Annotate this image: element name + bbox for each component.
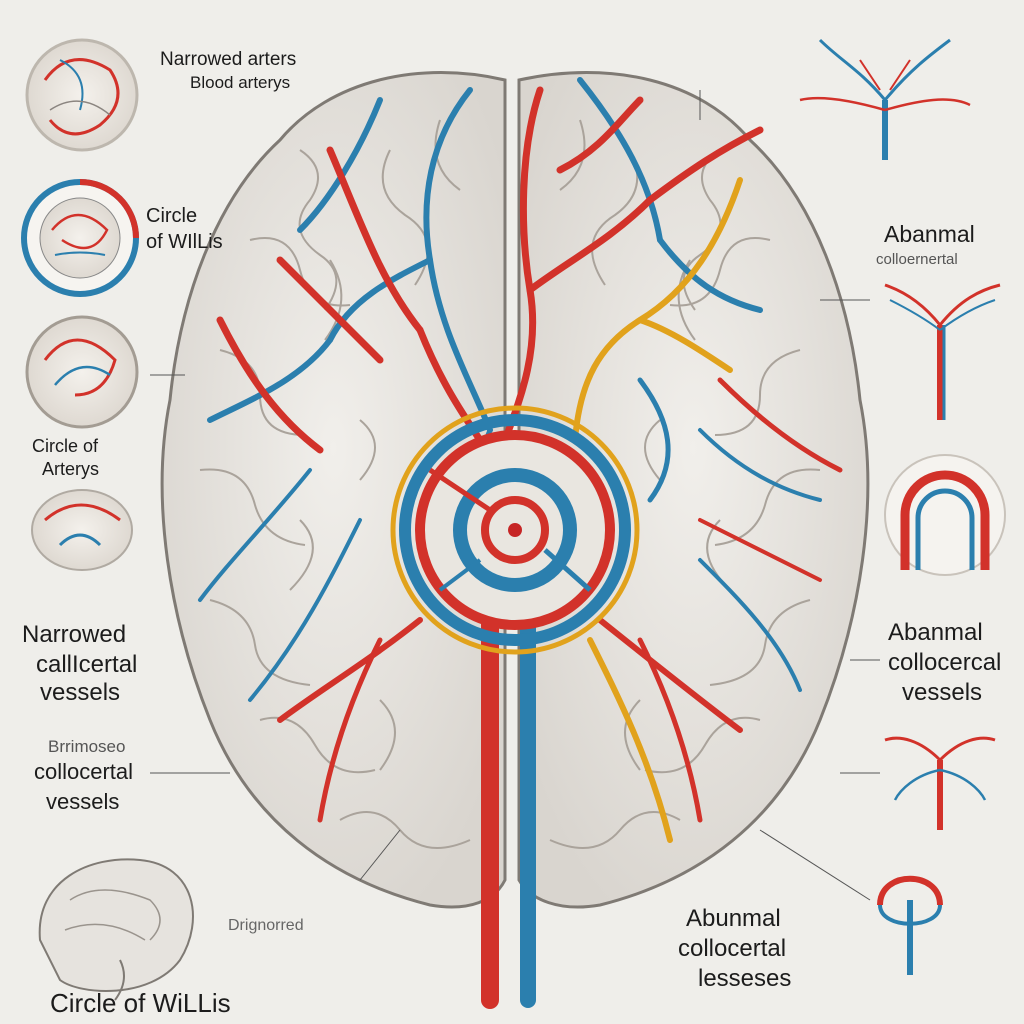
label-narrowed-collateral-line1: Narrowed (22, 621, 127, 648)
collateral-vessel-gold (572, 177, 743, 843)
label-circle-of-willis-1-line2: of WIlLis (146, 231, 223, 253)
label-circle-of-willis-1-line1: Circle (146, 205, 198, 227)
brain-lateral-icon (38, 858, 194, 1001)
brain-fragment-inset-icon (31, 489, 133, 571)
label-abnormal-collateral-mid-line2: collocercal (888, 649, 1002, 676)
label-narrowed-collateral-line3: vessels (40, 679, 121, 706)
circle-of-willis-central (390, 405, 640, 655)
label-circle-of-arterys-line2: Arterys (42, 459, 100, 479)
artery-y-branch-icon (884, 736, 996, 830)
label-abnormal-collateral-bottom-line2: collocertal (678, 935, 787, 962)
label-disgnorred: Drignorred (228, 917, 304, 934)
label-circle-of-willis-bottom: Circle of WiLLis (50, 988, 231, 1018)
label-collateral-left-line3: vessels (46, 789, 120, 814)
label-collateral-left-line1: Brrimoseo (48, 737, 126, 756)
label-top-left-title: Narrowed arters (160, 49, 297, 70)
artery-loop-icon (877, 875, 943, 975)
artery-circle-inset-icon (25, 315, 139, 429)
leader-lines (150, 90, 880, 901)
label-abnormal-collateral-bottom-line3: lesseses (698, 965, 792, 992)
label-abnormal-collateral-bottom-line1: Abunmal (686, 905, 781, 932)
label-abnormal-collateral-top-line2: colloernertal (876, 251, 958, 268)
label-abnormal-collateral-mid-line3: vessels (902, 679, 983, 706)
artery-branch-icon (884, 283, 1001, 420)
artery-tree-icon (799, 38, 971, 160)
label-collateral-left-line2: collocertal (34, 759, 134, 784)
label-narrowed-collateral-line2: callIcertal (36, 651, 138, 678)
right-hemisphere (517, 71, 870, 909)
left-hemisphere (160, 71, 507, 909)
brain-vessel-circle-icon (25, 38, 139, 152)
artery-arch-icon (884, 454, 1006, 576)
label-circle-of-arterys-line1: Circle of (32, 436, 99, 456)
circle-of-willis-inset-icon (21, 179, 139, 297)
label-top-left-subtitle: Blood arterys (190, 73, 291, 92)
label-abnormal-collateral-mid-line1: Abanmal (888, 619, 983, 646)
label-abnormal-collateral-top-line1: Abanmal (884, 221, 975, 247)
gyri-folds (199, 119, 821, 849)
